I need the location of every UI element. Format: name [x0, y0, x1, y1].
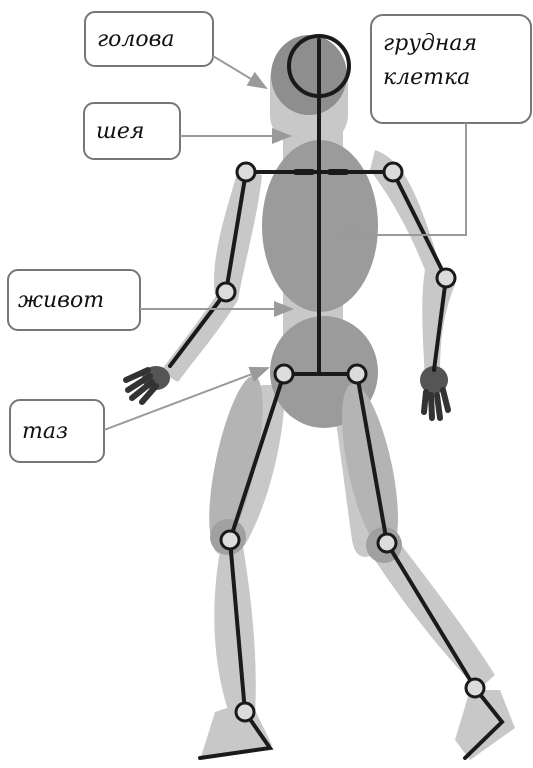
label-pelvis: таз: [10, 400, 104, 462]
label-pelvis-text: таз: [22, 419, 68, 444]
label-chest: грудная клетка: [371, 15, 531, 123]
left-hand-icon: [126, 366, 170, 402]
label-head-text: голова: [97, 27, 175, 52]
label-chest-text-line2: клетка: [383, 65, 470, 90]
head-mass: [271, 35, 347, 115]
right-hand-icon: [420, 366, 448, 418]
label-head: голова: [85, 12, 213, 66]
label-belly-text: живот: [18, 288, 104, 313]
label-belly: живот: [8, 270, 140, 330]
label-neck-text: шея: [96, 119, 144, 144]
label-chest-text-line1: грудная: [383, 31, 477, 56]
label-neck: шея: [84, 103, 180, 159]
